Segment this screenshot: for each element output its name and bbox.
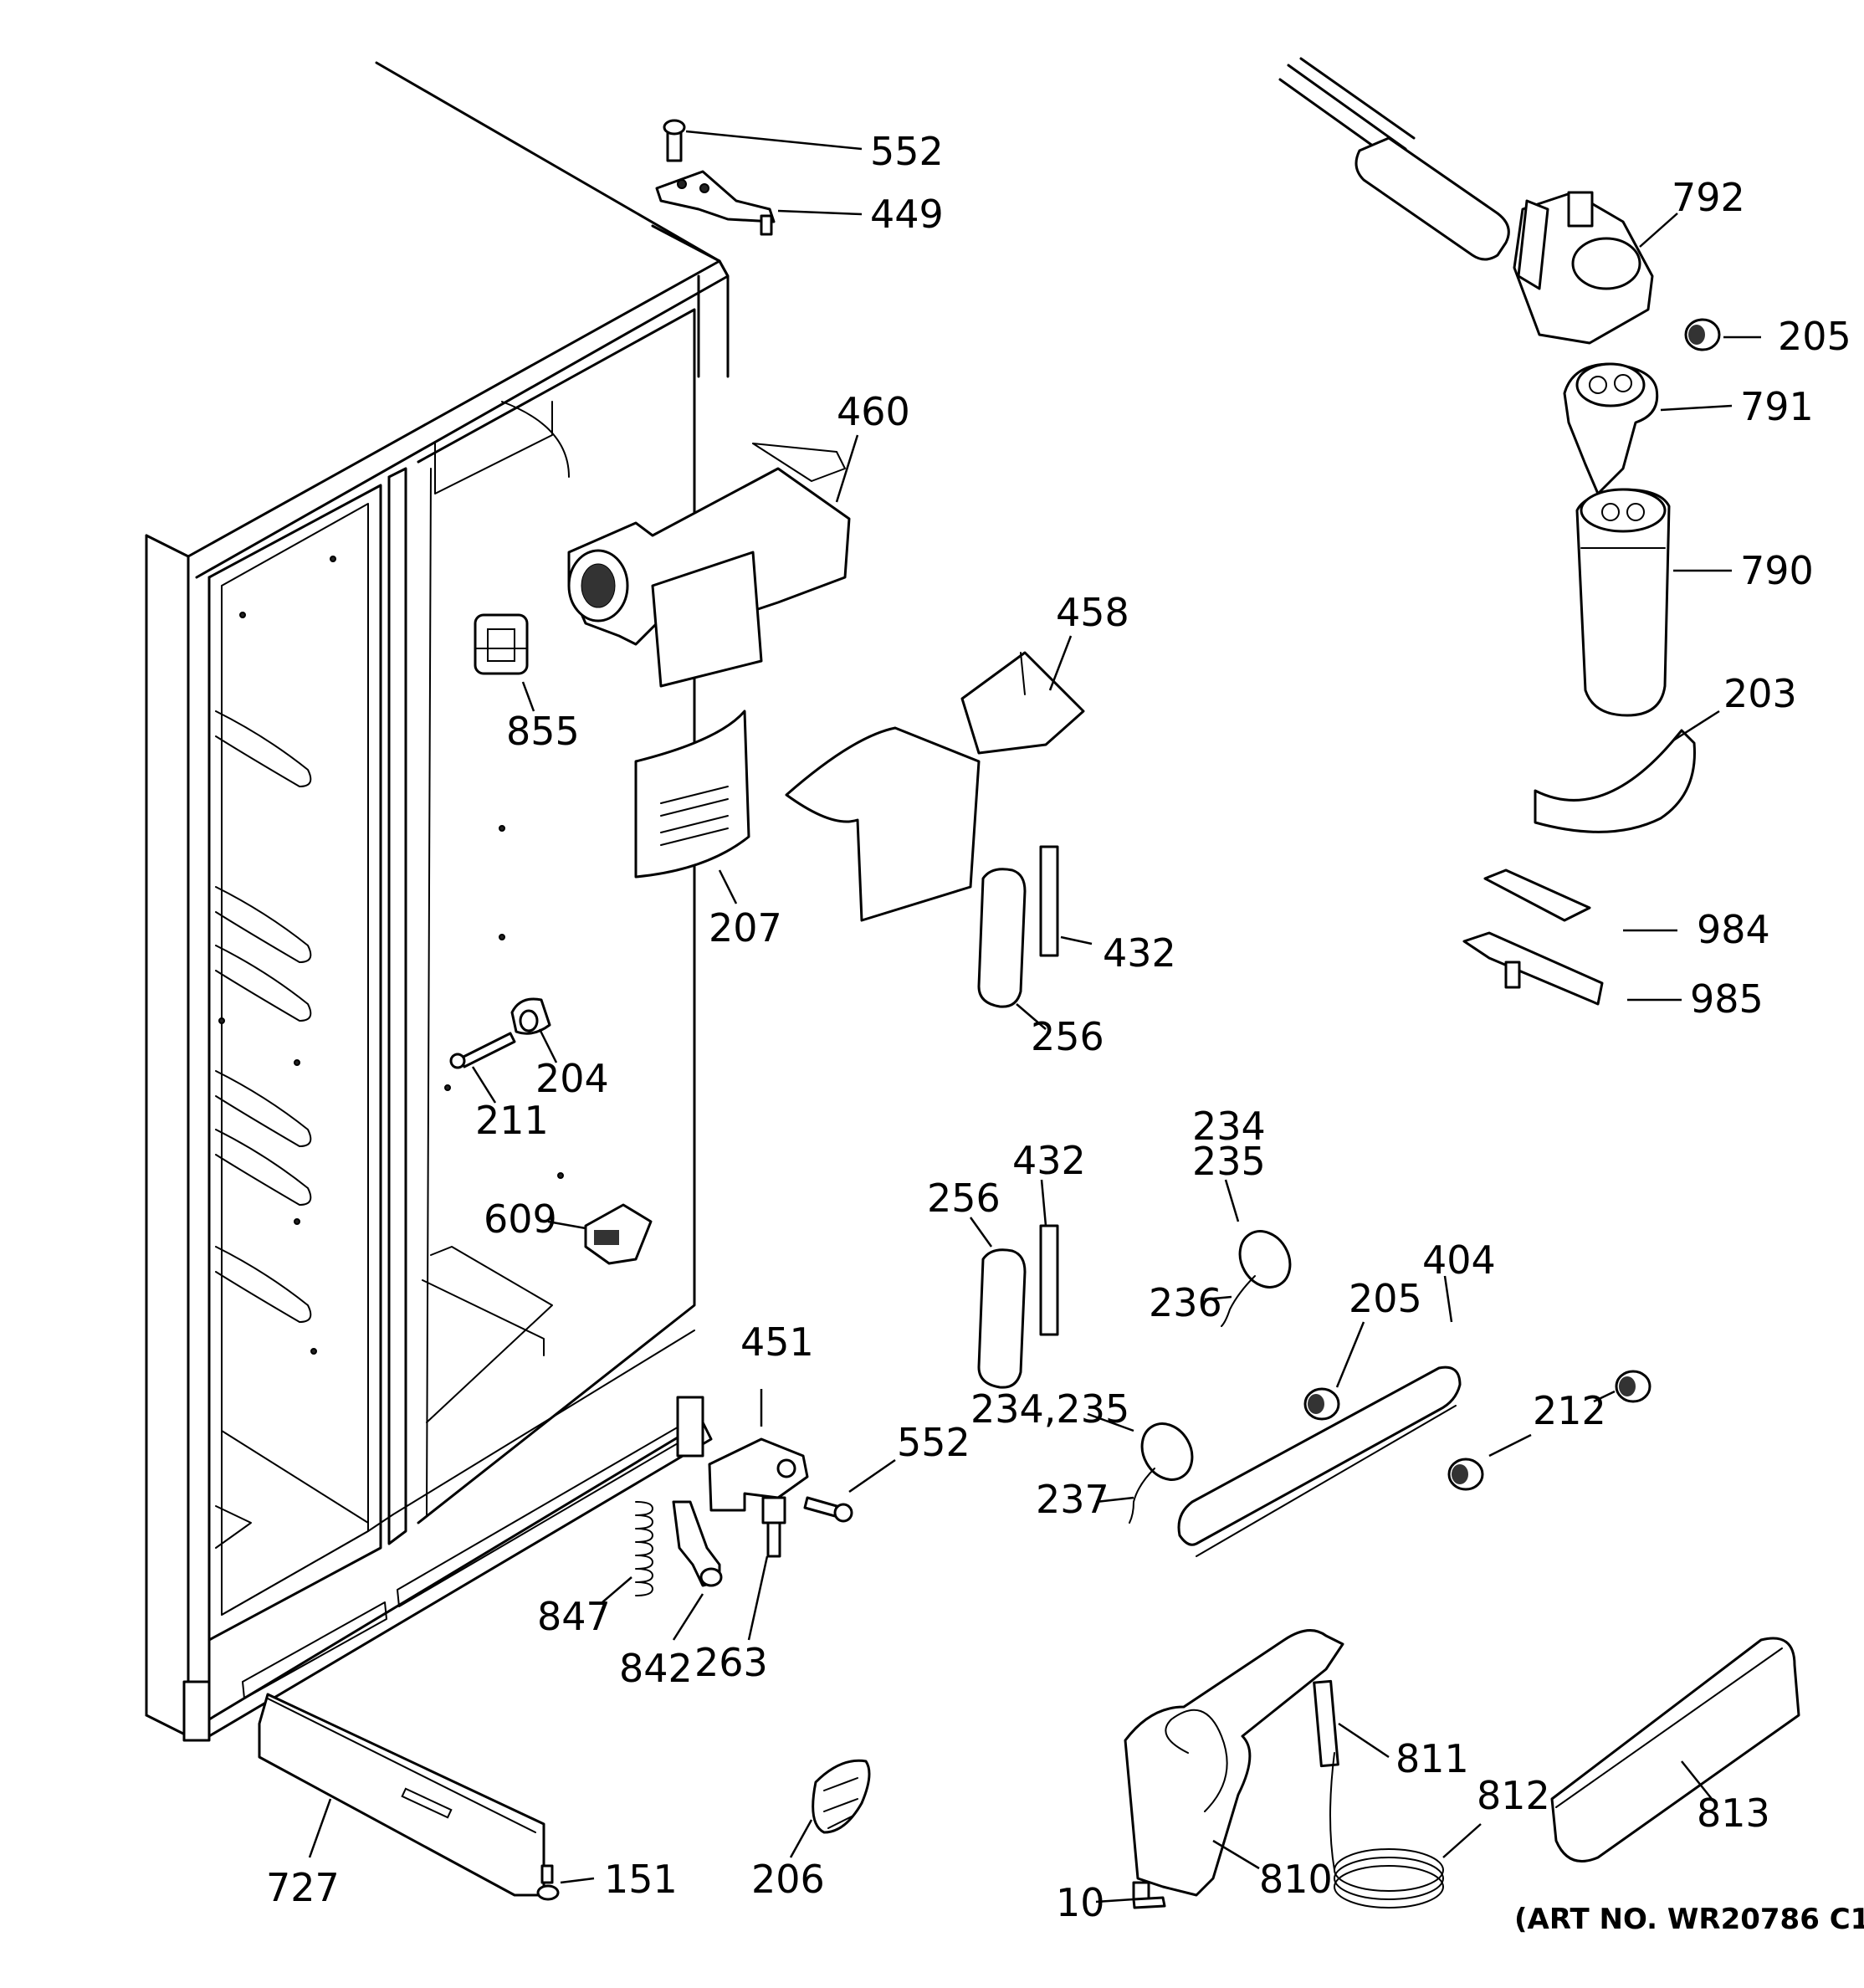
callout-847: 847 xyxy=(537,1594,611,1639)
callout-labels: 552 449 792 205 791 460 790 458 203 855 … xyxy=(266,129,1864,1936)
part-204-211-screw xyxy=(449,997,551,1069)
part-552-screw-mid xyxy=(803,1496,853,1523)
liner-holes xyxy=(218,556,564,1355)
part-451-hinge xyxy=(708,1437,809,1512)
part-203-filter-cover xyxy=(1534,729,1696,833)
part-432-256-lower xyxy=(977,1224,1059,1389)
callout-10: 10 xyxy=(1056,1880,1105,1925)
callout-792: 792 xyxy=(1672,175,1745,220)
part-791-filter-head xyxy=(1563,362,1659,495)
callout-451: 451 xyxy=(740,1319,814,1365)
part-234-235-237-heater xyxy=(1129,1422,1194,1524)
part-212-bushings xyxy=(1447,1370,1651,1491)
part-404-dispenser-cover xyxy=(1177,1365,1462,1557)
part-811-tube xyxy=(1313,1679,1339,1768)
part-207-cover xyxy=(634,710,750,879)
part-842-cam xyxy=(672,1500,723,1587)
callout-234-235: 234,235 xyxy=(970,1386,1129,1432)
part-205-grommet-top xyxy=(1684,318,1721,351)
callout-206: 206 xyxy=(751,1857,825,1902)
callout-256-lower: 256 xyxy=(927,1176,1001,1221)
callout-985: 985 xyxy=(1690,976,1764,1022)
callout-984: 984 xyxy=(1697,907,1770,952)
water-filter-assembly xyxy=(1278,57,1654,345)
callout-855: 855 xyxy=(506,709,580,754)
callout-460: 460 xyxy=(837,389,910,434)
part-812-coil xyxy=(1329,1752,1444,1909)
callout-235: 235 xyxy=(1192,1139,1266,1184)
callout-432-upper: 432 xyxy=(1103,930,1176,976)
callout-203: 203 xyxy=(1723,671,1797,716)
callout-237: 237 xyxy=(1036,1477,1109,1522)
art-number: (ART NO. WR20786 C1 xyxy=(1514,1903,1864,1936)
part-234-235-236-heater xyxy=(1221,1230,1292,1327)
callout-813: 813 xyxy=(1697,1791,1770,1836)
callout-790: 790 xyxy=(1740,548,1814,593)
callout-234: 234 xyxy=(1192,1104,1266,1149)
callout-207: 207 xyxy=(709,905,782,950)
part-460-icemaker-duct xyxy=(567,443,851,688)
callout-842: 842 xyxy=(619,1646,693,1691)
part-432-256-upper xyxy=(977,845,1059,1008)
callout-811: 811 xyxy=(1395,1736,1469,1781)
callout-211: 211 xyxy=(475,1098,549,1143)
callout-432-lower: 432 xyxy=(1012,1138,1086,1183)
part-855-bracket xyxy=(474,613,529,675)
part-813-cover xyxy=(1550,1637,1800,1862)
part-263-pin xyxy=(761,1496,786,1558)
callout-205-top: 205 xyxy=(1778,314,1851,359)
top-hinge-assembly xyxy=(655,119,776,236)
callout-727: 727 xyxy=(266,1865,340,1910)
callout-791: 791 xyxy=(1740,384,1814,429)
callout-552-mid: 552 xyxy=(897,1420,970,1465)
callout-552-top: 552 xyxy=(870,129,944,174)
refrigerator-cabinet xyxy=(145,61,730,1742)
callout-151: 151 xyxy=(604,1857,678,1902)
part-205-grommet-mid xyxy=(1303,1387,1340,1421)
part-10-screw xyxy=(1132,1896,1166,1909)
callout-263: 263 xyxy=(694,1640,768,1685)
part-458-duct xyxy=(785,651,1085,922)
part-609-switch xyxy=(584,1203,653,1265)
part-206-grill xyxy=(812,1759,871,1834)
callout-812: 812 xyxy=(1477,1773,1550,1818)
part-984-985-control xyxy=(1462,868,1604,1006)
part-790-filter-cartridge xyxy=(1575,488,1671,717)
callout-256-upper: 256 xyxy=(1031,1014,1104,1059)
callout-404: 404 xyxy=(1422,1237,1496,1283)
callout-212: 212 xyxy=(1533,1388,1606,1433)
part-810-tubing xyxy=(1124,1629,1344,1901)
callout-236: 236 xyxy=(1149,1280,1222,1325)
callout-458: 458 xyxy=(1056,590,1129,635)
callout-449: 449 xyxy=(870,192,944,237)
part-151-screw xyxy=(536,1864,560,1901)
callout-205-mid: 205 xyxy=(1349,1276,1422,1321)
callout-609: 609 xyxy=(484,1196,557,1242)
part-847-spring xyxy=(635,1501,653,1596)
callout-810: 810 xyxy=(1259,1857,1333,1902)
callout-204: 204 xyxy=(535,1056,609,1101)
